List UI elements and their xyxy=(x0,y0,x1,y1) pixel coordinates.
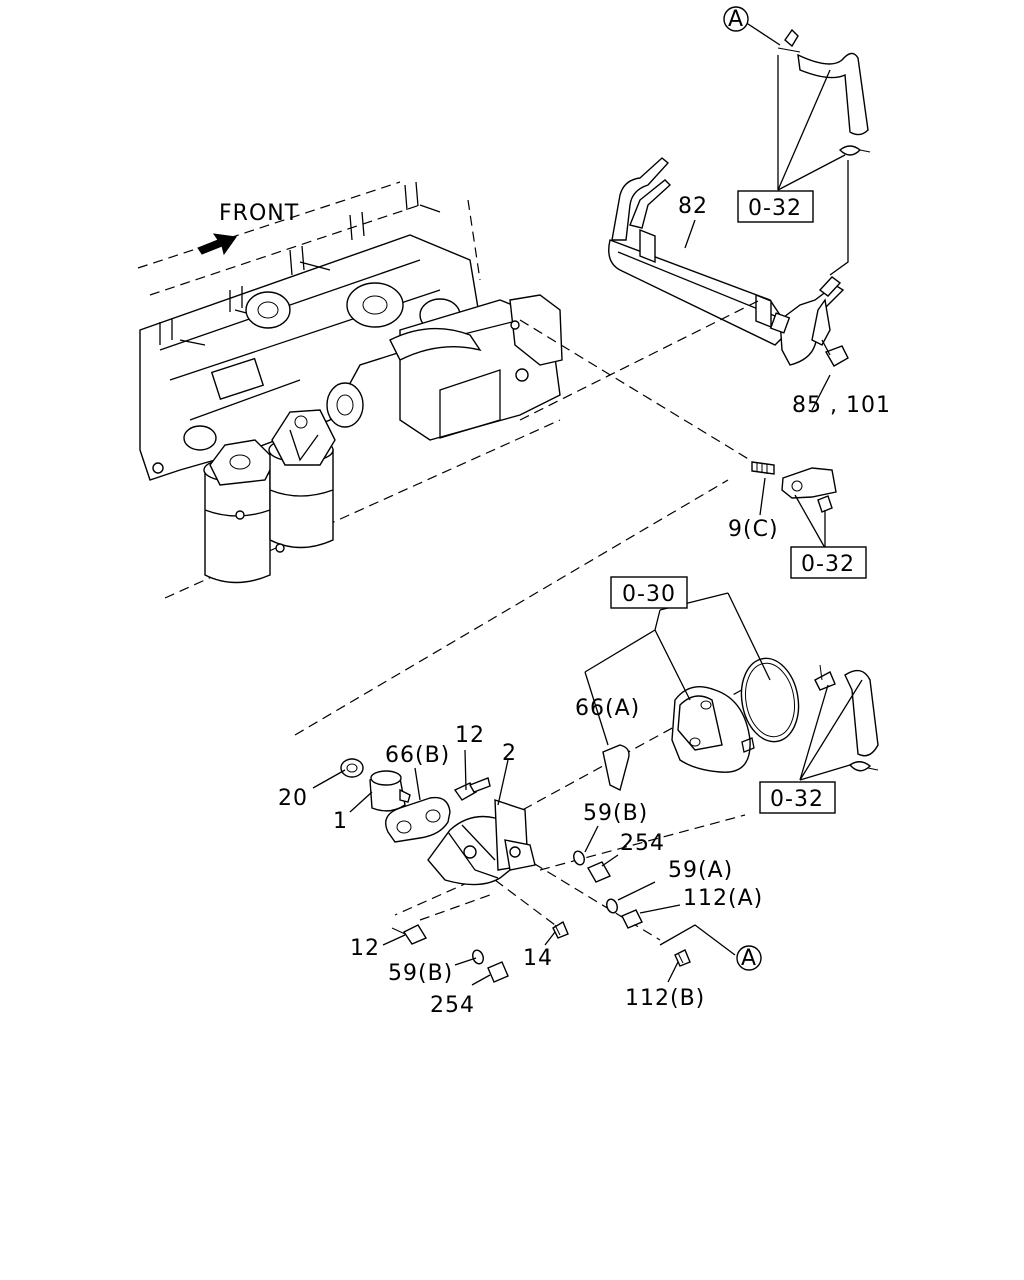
ref-box-0-32-mid: 0-32 xyxy=(790,546,867,579)
ref-a-bottom-label: A xyxy=(741,946,757,971)
ref-0-32-bottom-label: 0-32 xyxy=(770,787,824,812)
ref-box-0-32-bottom: 0-32 xyxy=(759,781,836,814)
ref-0-32-mid-label: 0-32 xyxy=(801,552,855,577)
label-82: 82 xyxy=(678,194,708,219)
upper-hose-drawing xyxy=(777,28,871,156)
label-12-top: 12 xyxy=(455,723,485,748)
label-12-bottom: 12 xyxy=(350,936,380,961)
label-254-top: 254 xyxy=(620,831,665,856)
engine-block-drawing xyxy=(137,181,563,599)
label-112a: 112(A) xyxy=(683,886,763,911)
label-85-101: 85 , 101 xyxy=(792,393,891,418)
label-66a: 66(A) xyxy=(575,696,640,721)
label-9c: 9(C) xyxy=(728,517,779,542)
leader-lines-top xyxy=(684,21,849,411)
label-66b: 66(B) xyxy=(385,743,450,768)
leader-lines-lower xyxy=(312,592,863,986)
label-14: 14 xyxy=(523,946,553,971)
ref-box-0-32-top: 0-32 xyxy=(737,190,814,223)
label-59b-bottom: 59(B) xyxy=(388,961,453,986)
front-indicator: FRONT xyxy=(197,201,299,256)
ref-box-0-30: 0-30 xyxy=(610,576,688,609)
label-20: 20 xyxy=(278,786,308,811)
label-59a: 59(A) xyxy=(668,858,733,883)
ref-circle-a-top: A xyxy=(723,6,749,32)
ref-a-top-label: A xyxy=(728,7,744,32)
ref-0-32-top-label: 0-32 xyxy=(748,196,802,221)
front-label: FRONT xyxy=(219,201,299,226)
label-112b: 112(B) xyxy=(625,986,705,1011)
label-2: 2 xyxy=(502,741,517,766)
bolt-85-101 xyxy=(821,339,849,367)
ref-0-30-label: 0-30 xyxy=(622,582,676,607)
oil-cooler-assembly xyxy=(340,657,879,983)
cooling-pipe-drawing xyxy=(608,157,845,366)
label-59b-top: 59(B) xyxy=(583,801,648,826)
front-arrow-icon xyxy=(197,233,237,256)
connector-9c xyxy=(751,461,837,549)
ref-circle-a-bottom: A xyxy=(736,945,762,971)
label-1: 1 xyxy=(333,809,348,834)
label-254-bottom: 254 xyxy=(430,993,475,1018)
part-labels: 82 85 , 101 9(C) 66(A) 66(B) 12 2 20 1 5… xyxy=(278,194,891,1018)
